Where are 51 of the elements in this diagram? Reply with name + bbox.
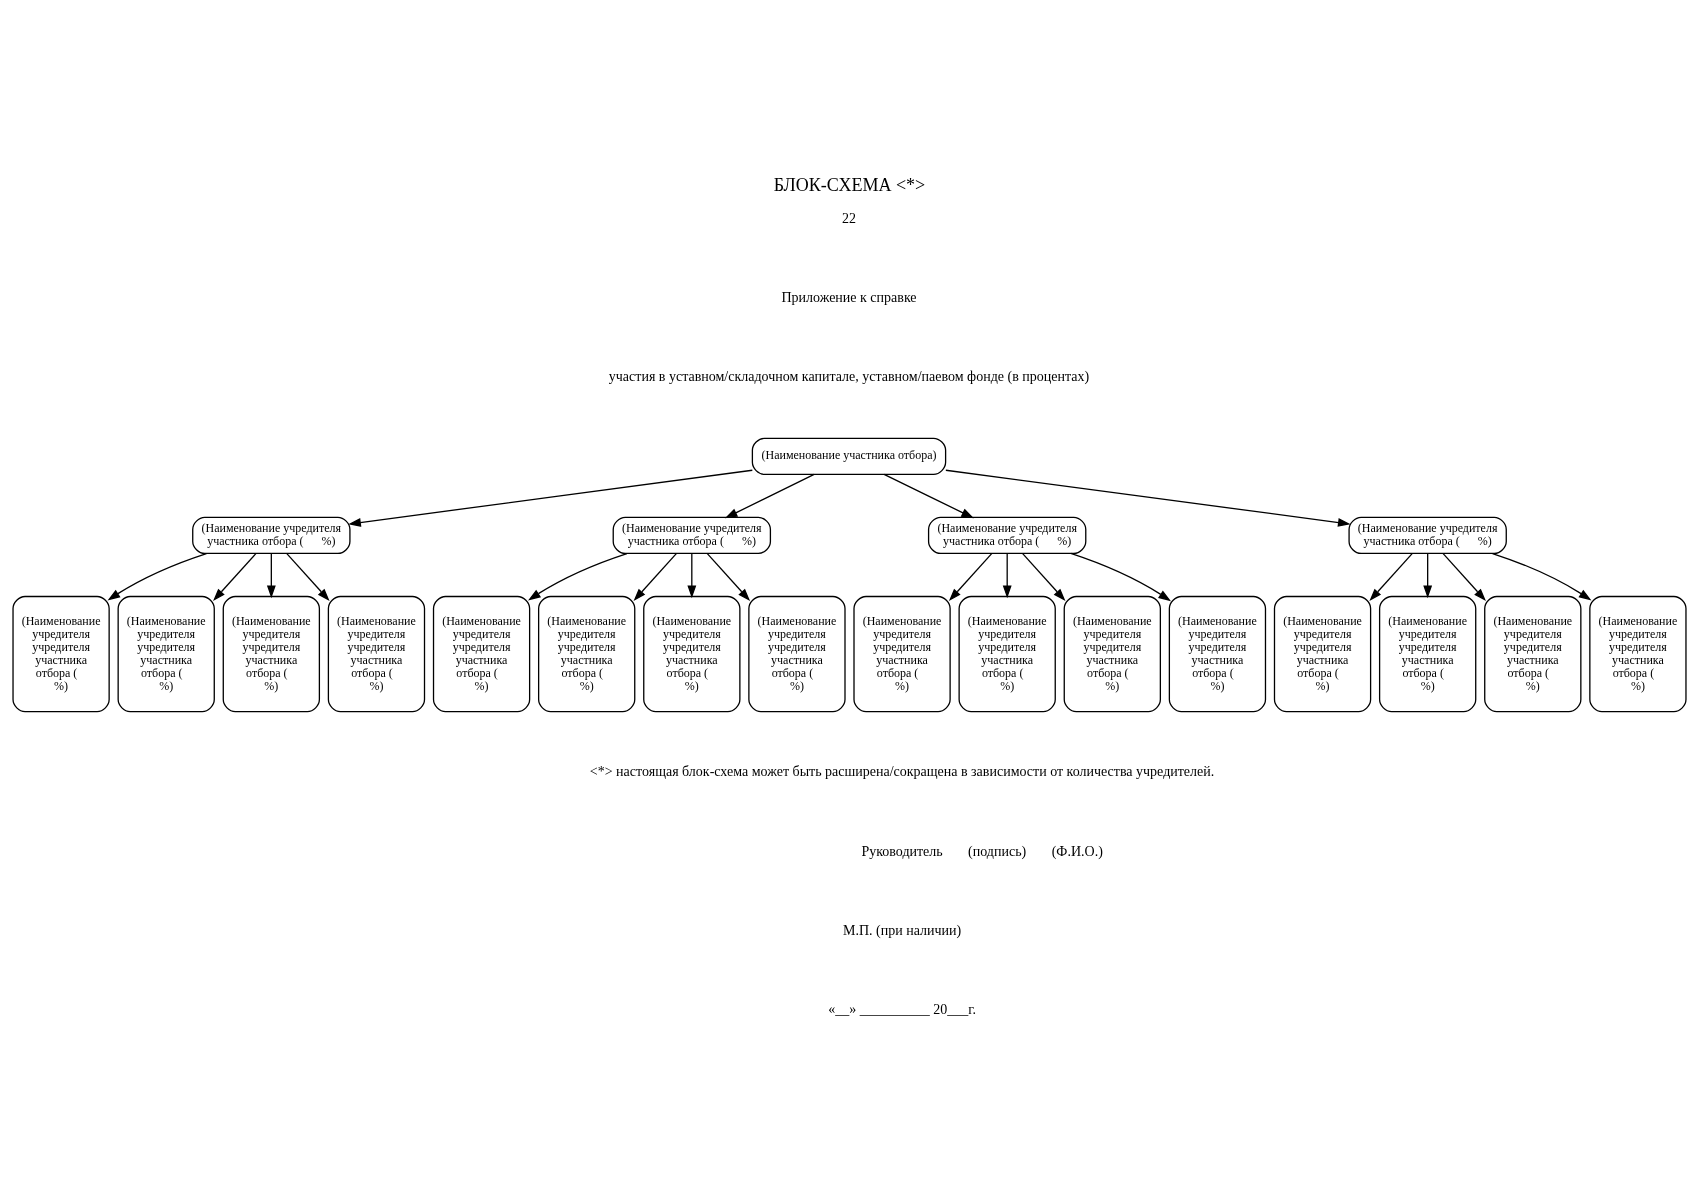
node-box: (Наименование учредителя учредителя участника отбора ( %) [958,595,1056,712]
arrow [1021,552,1065,601]
node-box: (Наименование учредителя учредителя участника отбора ( %) [432,595,530,712]
label: М.П. (при наличии) [842,922,961,938]
arrow [706,552,750,601]
arrow [107,552,207,600]
node-box: (Наименование учредителя участника отбора ( %) [927,516,1086,554]
arrow [1442,552,1486,601]
node-box: (Наименование учредителя учредителя участника отбора ( %) [117,595,215,712]
node-box: (Наименование учредителя учредителя участника отбора ( %) [1063,595,1161,712]
arrow [266,552,276,598]
arrow [948,552,992,601]
arrow [347,469,753,527]
label: (Ф.И.О.) [1051,843,1103,858]
label: 22 [841,210,856,226]
node-box: (Наименование учредителя учредителя участника отбора ( %) [11,595,110,712]
node-box: (Наименование учредителя учредителя участника отбора ( %) [747,595,846,712]
arrow [1491,552,1591,600]
label: Приложение к справке [780,289,917,305]
node-box: (Наименование учредителя учредителя участника отбора ( %) [537,595,635,712]
node-box: (Наименование учредителя учредителя участника отбора ( %) [327,595,425,712]
node-box: (Наименование учредителя учредителя участника отбора ( %) [642,595,740,712]
arrow [527,552,628,600]
node-box: (Наименование учредителя учредителя участника отбора ( %) [1168,595,1266,712]
node-box: (Наименование учредителя учредителя участника отбора ( %) [1483,595,1581,712]
node-box: (Наименование учредителя учредителя участника отбора ( %) [1378,595,1476,712]
arrow [1422,552,1432,598]
arrow [633,552,677,601]
label: участия в уставном/складочном капитале, уставном/паевом фонде (в процентах) [608,368,1089,384]
node-box: (Наименование участника отбора) [751,437,946,475]
arrow [686,552,696,598]
arrow [944,469,1351,527]
node-box: (Наименование учредителя участника отбора ( %) [612,516,771,554]
node-box: (Наименование учредителя учредителя участника отбора ( %) [852,595,951,712]
arrow [212,552,256,601]
arrow [285,552,330,601]
node-box: (Наименование учредителя участника отбора ( %) [1347,516,1507,554]
arrow [1069,552,1171,601]
node-box: (Наименование учредителя учредителя участника отбора ( %) [1588,595,1687,712]
label: <*> настоящая блок-схема может быть расширена/сокращена в зависимости от количества учредителей. [589,763,1214,779]
arrow [882,473,974,518]
node-box: (Наименование учредителя учредителя участника отбора ( %) [222,595,320,712]
label: «__» __________ 20___г. [827,1001,976,1017]
diagram-title: БЛОК-СХЕМА <*> [773,174,925,195]
label: (подпись) [967,843,1026,858]
label: Руководитель [860,843,943,858]
arrow [1002,552,1012,598]
arrow [724,473,815,518]
node-box: (Наименование учредителя учредителя участника отбора ( %) [1273,595,1371,712]
node-box: (Наименование учредителя участника отбора ( %) [191,516,351,554]
arrow [1368,552,1413,601]
